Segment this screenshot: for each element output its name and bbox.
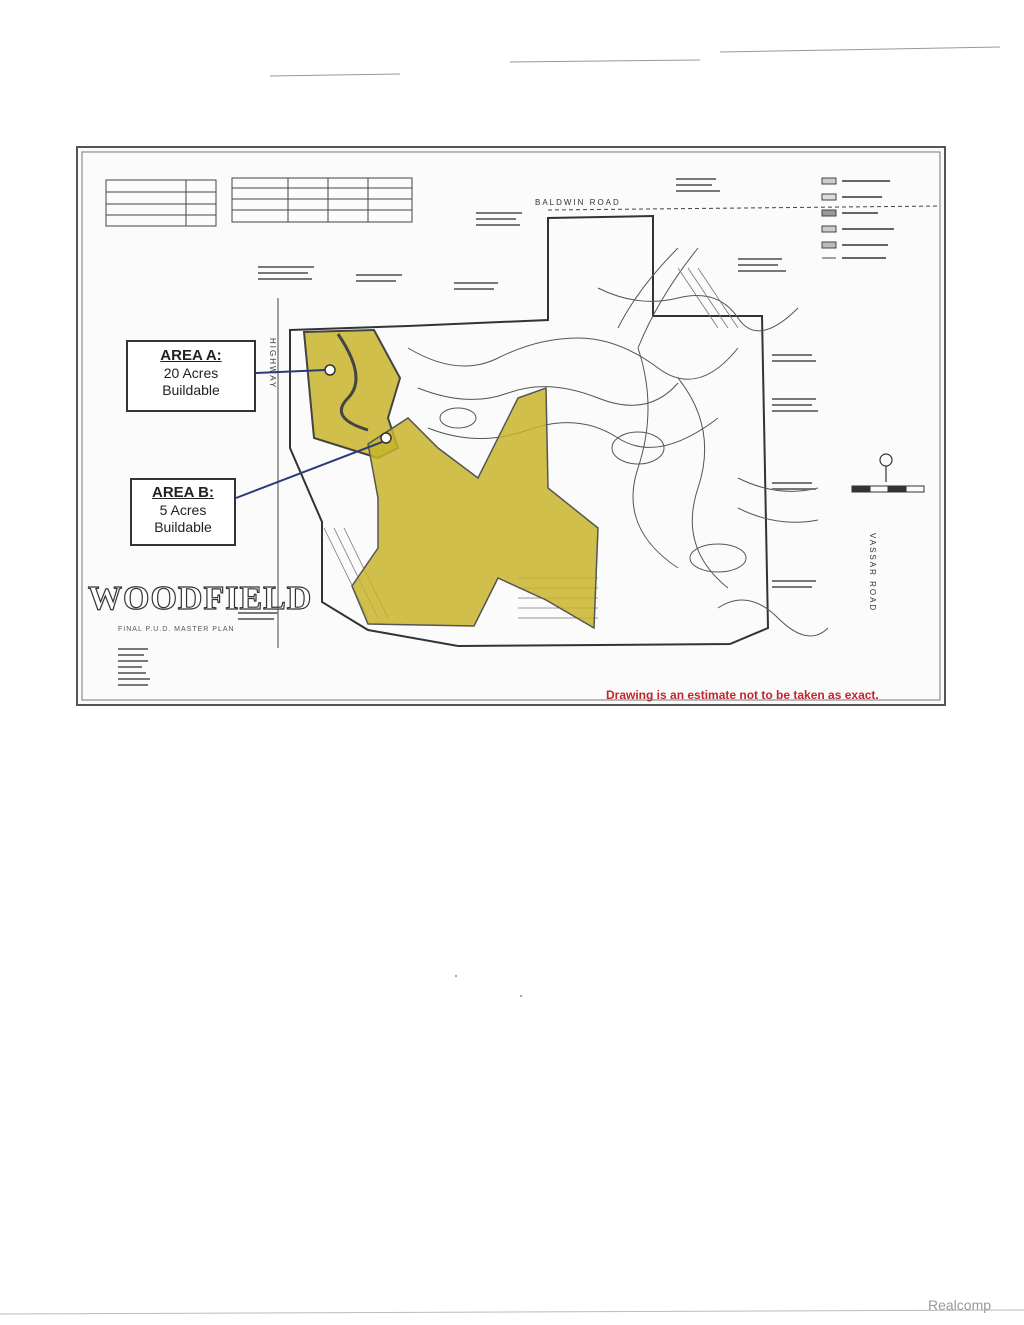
road-label-north: BALDWIN ROAD: [535, 198, 621, 207]
site-data-table: [105, 179, 217, 227]
area-a-callout: AREA A: 20 Acres Buildable: [126, 340, 256, 412]
road-label-west: HIGHWAY: [268, 338, 277, 390]
area-b-highlight: [351, 386, 599, 630]
north-arrow: [879, 453, 893, 482]
legend: [821, 177, 894, 259]
area-a-status: Buildable: [162, 382, 220, 398]
annotation-blocks: [118, 178, 818, 686]
area-a-size: 20 Acres: [163, 365, 219, 381]
disclaimer-text: Drawing is an estimate not to be taken a…: [606, 688, 879, 702]
area-a-title: AREA A:: [160, 347, 222, 364]
woodfield-logo: WOODFIELD: [87, 579, 313, 617]
area-b-callout: AREA B: 5 Acres Buildable: [130, 478, 236, 546]
realcomp-watermark: Realcomp: [928, 1297, 992, 1313]
unit-type-table: [231, 177, 413, 223]
plan-detail: [407, 247, 829, 637]
road-label-east: VASSAR ROAD: [868, 533, 877, 613]
area-a-marker: [324, 364, 336, 376]
site-plan-drawing: [81, 151, 941, 701]
area-b-marker: [380, 432, 392, 444]
site-plan-sheet: AREA A: 20 Acres Buildable AREA B: 5 Acr…: [76, 146, 946, 706]
area-b-title: AREA B:: [152, 484, 214, 501]
site-boundary: [289, 214, 770, 648]
area-b-status: Buildable: [154, 519, 212, 535]
scale-bar: [851, 485, 925, 493]
scan-speck: [520, 995, 522, 997]
scan-speck: [455, 975, 457, 977]
area-b-size: 5 Acres: [159, 502, 207, 518]
logo-subtitle: FINAL P.U.D. MASTER PLAN: [118, 626, 235, 633]
